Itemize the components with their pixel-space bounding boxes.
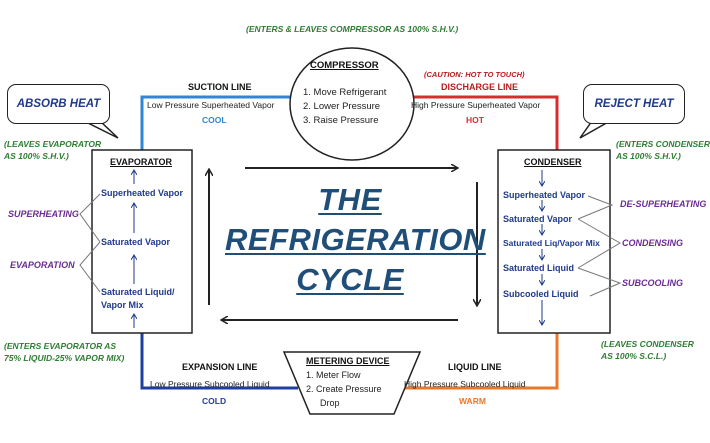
- title-line-2: REFRIGERATION: [225, 222, 486, 257]
- cond-state-saturated-mix: Saturated Liq/Vapor Mix: [503, 238, 600, 248]
- evaporator-note-bottom: (ENTERS EVAPORATOR AS 75% LIQUID-25% VAP…: [4, 341, 125, 363]
- expansion-line-description: Low Pressure Subcooled Liquid: [150, 379, 270, 389]
- evap-state-saturated-liquid: Saturated Liquid/: [101, 287, 175, 297]
- reject-heat-bubble: REJECT HEAT: [583, 84, 685, 124]
- title-line-1: THE: [318, 182, 382, 217]
- discharge-line: [414, 95, 559, 150]
- absorb-heat-bubble: ABSORB HEAT: [7, 84, 110, 124]
- discharge-line-temp: HOT: [466, 115, 484, 125]
- cond-state-subcooled-liquid: Subcooled Liquid: [503, 289, 579, 299]
- metering-step-1: 1. Meter Flow: [306, 370, 361, 380]
- compressor-step-1: 1. Move Refrigerant: [303, 87, 387, 98]
- expansion-line-label: EXPANSION LINE: [182, 362, 258, 372]
- suction-line-temp: COOL: [202, 115, 227, 125]
- absorb-heat-label: ABSORB HEAT: [16, 98, 101, 110]
- compressor-note: (ENTERS & LEAVES COMPRESSOR AS 100% S.H.…: [246, 24, 459, 34]
- phase-subcooling: SUBCOOLING: [622, 278, 684, 288]
- condenser-box: [497, 149, 611, 334]
- metering-device-heading: METERING DEVICE: [306, 356, 390, 366]
- compressor-heading: COMPRESSOR: [310, 60, 379, 71]
- evap-state-saturated-vapor: Saturated Vapor: [101, 237, 171, 247]
- phase-de-superheating: DE-SUPERHEATING: [620, 199, 707, 209]
- liquid-line-description: High Pressure Subcooled Liquid: [404, 379, 526, 389]
- compressor-step-3: 3. Raise Pressure: [303, 115, 379, 126]
- compressor-step-2: 2. Lower Pressure: [303, 101, 381, 112]
- suction-line-description: Low Pressure Superheated Vapor: [147, 100, 275, 110]
- expansion-line-temp: COLD: [202, 396, 227, 406]
- evap-state-superheated-vapor: Superheated Vapor: [101, 188, 184, 198]
- cond-state-saturated-vapor: Saturated Vapor: [503, 214, 573, 224]
- metering-step-2: 2. Create Pressure: [306, 384, 382, 394]
- phase-evaporation: EVAPORATION: [10, 260, 75, 270]
- suction-line-label: SUCTION LINE: [188, 82, 252, 92]
- cond-state-saturated-liquid: Saturated Liquid: [503, 263, 575, 273]
- liquid-line: [402, 333, 559, 390]
- evap-state-vapor-mix: Vapor Mix: [101, 300, 144, 310]
- liquid-line-label: LIQUID LINE: [448, 362, 502, 372]
- title-line-3: CYCLE: [296, 262, 404, 297]
- expansion-line: [140, 333, 298, 390]
- discharge-line-description: High Pressure Superheated Vapor: [411, 100, 541, 110]
- evaporator-box: [91, 149, 193, 334]
- condenser-note-bottom: (LEAVES CONDENSER AS 100% S.C.L.): [601, 339, 694, 361]
- evaporator-note-top: (LEAVES EVAPORATOR AS 100% S.H.V.): [4, 139, 102, 161]
- condenser-heading: CONDENSER: [524, 157, 582, 167]
- suction-line: [140, 95, 290, 150]
- metering-device-shape: [282, 351, 422, 415]
- condenser-note-top: (ENTERS CONDENSER AS 100% S.H.V.): [616, 139, 710, 161]
- compressor-circle: [289, 47, 415, 161]
- phase-superheating: SUPERHEATING: [8, 209, 79, 219]
- cond-state-superheated-vapor: Superheated Vapor: [503, 190, 586, 200]
- phase-condensing: CONDENSING: [622, 238, 684, 248]
- reject-heat-label: REJECT HEAT: [594, 98, 674, 110]
- discharge-line-label: DISCHARGE LINE: [441, 82, 519, 92]
- evaporator-heading: EVAPORATOR: [110, 157, 173, 167]
- discharge-caution: (CAUTION: HOT TO TOUCH): [424, 70, 525, 79]
- liquid-line-temp: WARM: [459, 396, 486, 406]
- metering-step-2-cont: Drop: [320, 398, 340, 408]
